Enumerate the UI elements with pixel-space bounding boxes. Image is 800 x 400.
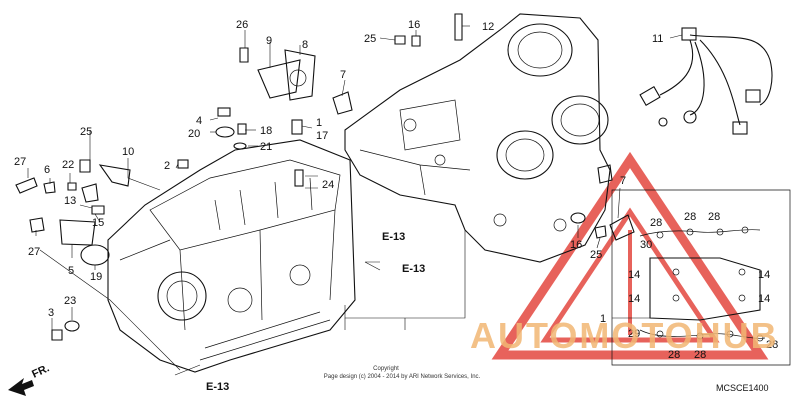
callout-28: 28	[684, 211, 696, 223]
callout-14: 14	[758, 293, 770, 305]
upper-crankcase-drawing	[344, 13, 611, 263]
callout-21: 21	[260, 141, 272, 153]
callout-10: 10	[122, 146, 134, 158]
callout-14: 14	[628, 269, 640, 281]
callout-27: 27	[14, 156, 26, 168]
callout-30: 30	[640, 239, 652, 251]
watermark-text: AUTOMOTOHUB	[470, 315, 779, 356]
callout-28: 28	[668, 349, 680, 361]
callout-28: 28	[708, 211, 720, 223]
callout-6: 6	[44, 164, 50, 176]
callout-29: 29	[628, 328, 640, 340]
callout-3: 3	[48, 307, 54, 319]
callout-7: 7	[620, 175, 626, 187]
ref-label: E-13	[382, 231, 405, 243]
callout-28: 28	[694, 349, 706, 361]
arrow-icon	[8, 378, 34, 396]
front-direction-indicator: FR.	[8, 362, 51, 396]
callout-16: 16	[570, 239, 582, 251]
callout-18: 18	[260, 125, 272, 137]
callout-14: 14	[758, 269, 770, 281]
direction-label: FR.	[30, 362, 51, 380]
callout-15: 15	[92, 217, 104, 229]
callout-26: 26	[236, 19, 248, 31]
lower-crankcase-drawing	[107, 139, 356, 373]
callout-28: 28	[766, 339, 778, 351]
leader-lines	[27, 25, 683, 376]
callout-25: 25	[80, 126, 92, 138]
callout-25: 25	[590, 249, 602, 261]
reference-labels: E-13 E-13 E-13	[206, 231, 425, 393]
callout-5: 5	[68, 265, 74, 277]
callout-12: 12	[482, 21, 494, 33]
callout-7: 7	[340, 69, 346, 81]
callout-25: 25	[364, 33, 376, 45]
callout-17: 17	[316, 130, 328, 142]
callout-1: 1	[600, 313, 606, 325]
callout-13: 13	[64, 195, 76, 207]
callout-9: 9	[266, 35, 272, 47]
callout-8: 8	[302, 39, 308, 51]
callout-23: 23	[64, 295, 76, 307]
wire-harness-drawing	[639, 27, 773, 135]
callout-16: 16	[408, 19, 420, 31]
callout-24: 24	[322, 179, 334, 191]
ref-label: E-13	[206, 381, 229, 393]
diagram-code: MCSCE1400	[716, 383, 769, 393]
callout-1: 1	[316, 117, 322, 129]
callout-19: 19	[90, 271, 102, 283]
callout-20: 20	[188, 128, 200, 140]
callout-22: 22	[62, 159, 74, 171]
callout-14: 14	[628, 293, 640, 305]
callout-11: 11	[652, 33, 663, 45]
callout-2: 2	[164, 160, 170, 172]
callout-labels: 26 9 8 16 12 25 11 7 4 18 20 17 21 1 2 2…	[14, 19, 778, 361]
callout-27: 27	[28, 246, 40, 258]
ref-label: E-13	[402, 263, 425, 275]
copyright-notice: Page design (c) 2004 - 2014 by ARI Netwo…	[324, 374, 481, 380]
small-parts-drawing	[15, 13, 635, 341]
copyright-heading: Copyright	[373, 366, 399, 372]
callout-4: 4	[196, 115, 202, 127]
callout-28: 28	[650, 217, 662, 229]
